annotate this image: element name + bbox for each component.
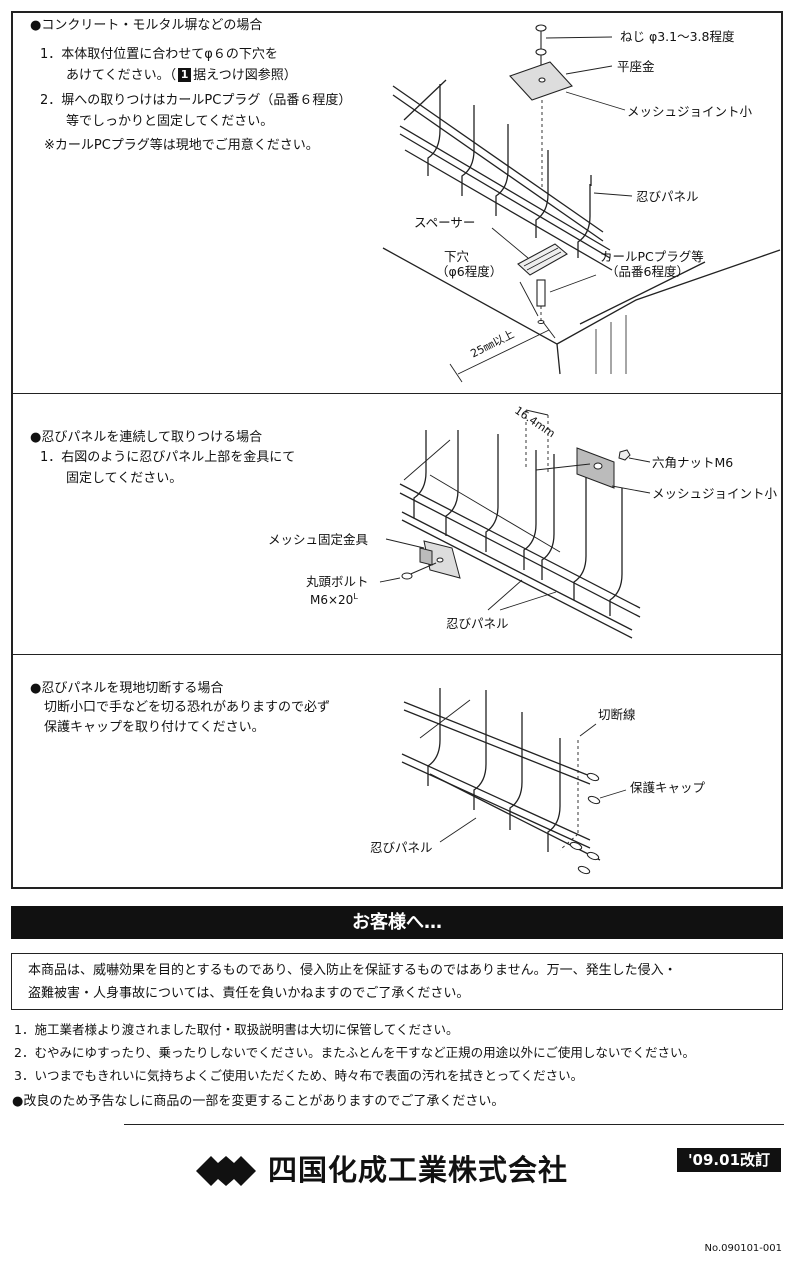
section2-heading: ●忍びパネルを連続して取りつける場合	[30, 430, 263, 445]
section-divider-1	[11, 393, 783, 394]
disclaimer-line-2: 盗難被害・人身事故については、責任を負いかねますのでご了承ください。	[28, 986, 470, 1001]
continuous-mount-diagram	[379, 409, 651, 639]
label-bolt: 丸頭ボルト	[306, 574, 369, 589]
section3-heading: ●忍びパネルを現地切断する場合	[30, 681, 224, 696]
document-number: No.090101-001	[704, 1243, 782, 1254]
change-notice: ●改良のため予告なしに商品の一部を変更することがありますのでご了承ください。	[12, 1094, 505, 1109]
label-joint-small: メッシュジョイント小	[627, 104, 753, 119]
company-name: 四国化成工業株式会社	[268, 1153, 569, 1187]
label-hex-nut: 六角ナットM6	[652, 455, 734, 470]
section1-heading: ●コンクリート・モルタル塀などの場合	[30, 18, 263, 33]
section3-step1: 切断小口で手などを切る恐れがありますので必ず	[44, 700, 331, 715]
label-spacer: スペーサー	[414, 215, 476, 230]
label-cap: 保護キャップ	[630, 780, 706, 795]
revision-badge: '09.01改訂	[677, 1148, 781, 1172]
label-bolt-size: M6×20L	[310, 592, 358, 607]
instruction-frame	[11, 11, 783, 889]
section1-step1: 1．本体取付位置に合わせてφ６の下穴を	[40, 47, 278, 62]
section2-step1: 1．右図のように忍びパネル上部を金具にて	[40, 450, 296, 465]
section1-step2: 2．塀への取りつけはカールPCプラグ（品番６程度）	[40, 93, 352, 108]
figure-ref-badge: 1	[178, 68, 192, 82]
label-panel-3: 忍びパネル	[370, 840, 433, 855]
note-item-3: 3．いつまでもきれいに気持ちよくご使用いただくため、時々布で表面の汚れを拭きとっ…	[14, 1068, 584, 1083]
note-item-1: 1．施工業者様より渡されました取付・取扱説明書は大切に保管してください。	[14, 1022, 459, 1037]
label-panel-2: 忍びパネル	[446, 616, 509, 631]
section1-note: ※カールPCプラグ等は現地でご用意ください。	[44, 138, 319, 153]
label-screw: ねじ φ3.1〜3.8程度	[620, 29, 735, 44]
wall-mount-diagram	[382, 24, 781, 383]
section2-step1-line2: 固定してください。	[66, 471, 183, 486]
label-joint-small-2: メッシュジョイント小	[652, 486, 778, 501]
label-hole-size: （φ6程度）	[436, 264, 503, 279]
label-hole: 下穴	[444, 249, 470, 264]
company-logo-icon	[196, 1156, 256, 1186]
footer-rule	[124, 1124, 784, 1125]
disclaimer-line-1: 本商品は、威嚇効果を目的とするものであり、侵入防止を保証するものではありません。…	[28, 963, 677, 978]
label-cut-line: 切断線	[598, 707, 636, 722]
label-plug: カールPCプラグ等	[600, 249, 704, 264]
label-washer: 平座金	[617, 59, 655, 74]
label-panel: 忍びパネル	[636, 189, 699, 204]
note-item-2: 2．むやみにゆすったり、乗ったりしないでください。またふとんを干すなど正規の用途…	[14, 1045, 695, 1060]
cutting-diagram	[401, 688, 627, 875]
section1-step2-line2: 等でしっかりと固定してください。	[66, 114, 274, 129]
label-plug-size: （品番6程度）	[606, 264, 689, 279]
label-fixing-bracket: メッシュ固定金具	[268, 532, 369, 547]
customer-banner: お客様へ…	[11, 906, 783, 939]
section3-step1-line2: 保護キャップを取り付けてください。	[44, 720, 265, 735]
section-divider-2	[11, 654, 783, 655]
disclaimer-box: 本商品は、威嚇効果を目的とするものであり、侵入防止を保証するものではありません。…	[11, 953, 783, 1010]
